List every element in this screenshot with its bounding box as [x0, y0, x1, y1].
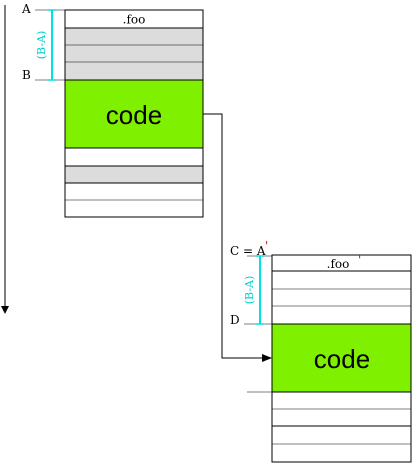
right-offset-label: (B-A) [243, 276, 256, 305]
left-offset-label: (B-A) [35, 31, 48, 60]
label-b: B [22, 68, 31, 82]
label-d: D [230, 313, 240, 327]
label-a: A [21, 2, 31, 16]
label-c-prime: ' [265, 239, 268, 253]
right-memory-stack: .foo ' code C = A ' D (B-A) [230, 239, 412, 463]
right-white-row [271, 270, 412, 325]
right-code-section [271, 323, 412, 393]
left-code-label: code [106, 100, 162, 130]
left-white-row [64, 147, 204, 167]
left-shaded-row [64, 27, 204, 81]
left-foo-label: .foo [123, 13, 146, 27]
relocation-arrow [203, 113, 272, 362]
right-code-label: code [314, 344, 370, 374]
label-c: C = A [230, 244, 266, 258]
right-foo-prime: ' [358, 253, 361, 267]
right-foo-label: .foo [327, 257, 350, 271]
address-axis-arrowhead [1, 306, 9, 314]
left-memory-stack: .foo code A B (B-A) [21, 2, 204, 218]
left-shaded-row [64, 165, 204, 184]
